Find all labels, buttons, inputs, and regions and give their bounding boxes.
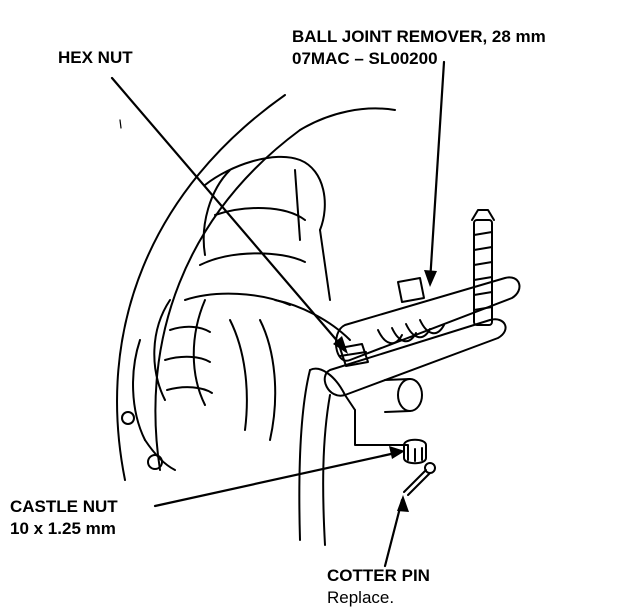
ball-joint-remover-label-line2: 07MAC – SL00200 (292, 49, 438, 68)
hex-nut-label: HEX NUT (58, 48, 133, 67)
cotter-pin-label-line1: COTTER PIN (327, 566, 430, 585)
castle-nut-leader (153, 450, 402, 508)
castle-nut-label-line1: CASTLE NUT (10, 497, 118, 516)
knuckle-body (184, 155, 351, 341)
ball-joint-remover-tool (323, 209, 521, 413)
hex-nut-leader (110, 76, 347, 352)
cotter-pin-arrowhead (397, 495, 409, 512)
castle-nut-part (403, 438, 427, 465)
cotter-pin-label-line2: Replace. (327, 588, 395, 607)
rubber-boot (121, 299, 277, 471)
castle-nut-arrowhead (389, 446, 405, 459)
castle-nut-label-line2: 10 x 1.25 mm (10, 519, 116, 538)
remover-arrowhead (424, 270, 437, 287)
cotter-pin-part (403, 462, 436, 496)
fender-outline (116, 94, 396, 481)
leader-lines (110, 60, 446, 568)
remover-leader (428, 60, 446, 284)
hex-nut-arrowhead (333, 336, 348, 354)
ball-joint-remover-label-line1: BALL JOINT REMOVER, 28 mm (292, 27, 546, 46)
leader-arrowheads (333, 270, 437, 512)
